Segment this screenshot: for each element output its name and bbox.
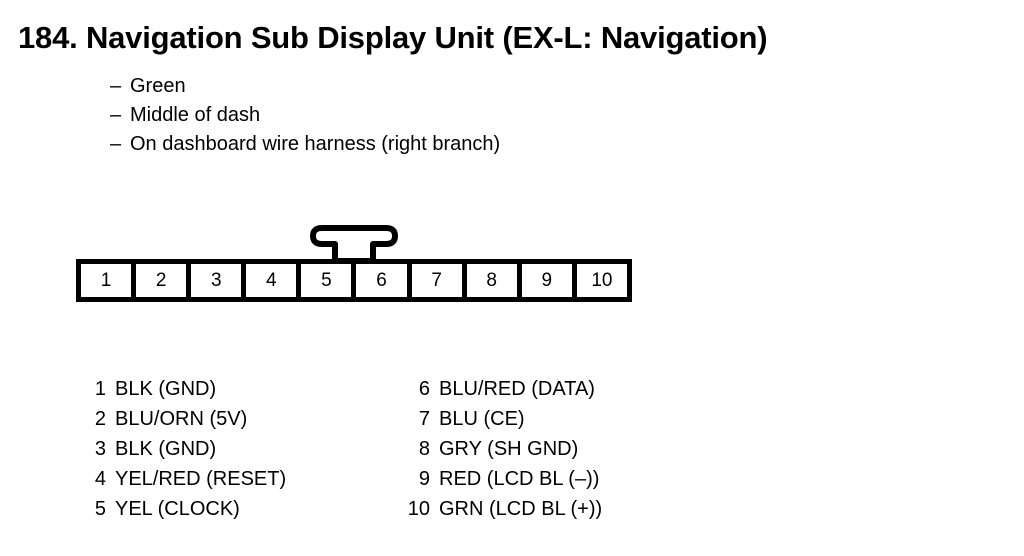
connector-body: 1 2 3 4 5 6 7 8 9 10 xyxy=(76,259,632,302)
pin-legend-number: 6 xyxy=(418,378,430,400)
connector-pin-2[interactable]: 2 xyxy=(136,264,192,297)
pin-legend-row: 8 GRY (SH GND) xyxy=(404,434,602,464)
pin-legend-number: 4 xyxy=(94,468,106,490)
connector-notes-list: – Green – Middle of dash – On dashboard … xyxy=(110,72,500,159)
pin-legend-row: 3 BLK (GND) xyxy=(80,434,286,464)
pin-legend-row: 5 YEL (CLOCK) xyxy=(80,494,286,524)
pin-legend-label: BLU/ORN (5V) xyxy=(115,408,248,430)
pin-legend-left-column: 1 BLK (GND) 2 BLU/ORN (5V) 3 BLK (GND) 4… xyxy=(80,374,286,524)
connector-pin-9[interactable]: 9 xyxy=(521,264,577,297)
note-text: Green xyxy=(130,75,186,97)
dash-marker-icon: – xyxy=(110,133,122,155)
pin-legend-number: 9 xyxy=(418,468,430,490)
connector-diagram: 1 2 3 4 5 6 7 8 9 10 xyxy=(76,225,636,307)
connector-pin-8[interactable]: 8 xyxy=(466,264,522,297)
pin-legend-row: 10 GRN (LCD BL (+)) xyxy=(404,494,602,524)
pin-legend-row: 7 BLU (CE) xyxy=(404,404,602,434)
connector-pin-6[interactable]: 6 xyxy=(356,264,412,297)
pin-legend-number: 5 xyxy=(94,498,106,520)
pin-legend-row: 6 BLU/RED (DATA) xyxy=(404,374,602,404)
connector-pin-4[interactable]: 4 xyxy=(246,264,302,297)
pin-legend-label: YEL/RED (RESET) xyxy=(115,468,287,490)
pin-legend-number: 1 xyxy=(94,378,106,400)
pin-legend-number: 7 xyxy=(418,408,430,430)
pin-legend-label: GRY (SH GND) xyxy=(439,438,579,460)
pin-legend-number: 8 xyxy=(418,438,430,460)
connector-pin-10[interactable]: 10 xyxy=(576,264,627,297)
pin-legend-label: BLU (CE) xyxy=(439,408,525,430)
connector-pin-5[interactable]: 5 xyxy=(301,264,357,297)
pin-legend-number: 10 xyxy=(407,498,430,520)
connector-pin-3[interactable]: 3 xyxy=(191,264,247,297)
note-item: – Middle of dash xyxy=(110,101,500,130)
pin-legend-label: BLU/RED (DATA) xyxy=(439,378,595,400)
pin-legend-label: BLK (GND) xyxy=(115,378,217,400)
pin-legend-number: 3 xyxy=(94,438,106,460)
note-text: On dashboard wire harness (right branch) xyxy=(130,133,501,155)
pin-legend-label: GRN (LCD BL (+)) xyxy=(439,498,603,520)
pin-legend-right-column: 6 BLU/RED (DATA) 7 BLU (CE) 8 GRY (SH GN… xyxy=(404,374,602,524)
dash-marker-icon: – xyxy=(110,75,122,97)
pin-legend-label: BLK (GND) xyxy=(115,438,217,460)
connector-pin-1[interactable]: 1 xyxy=(81,264,137,297)
pin-legend-row: 4 YEL/RED (RESET) xyxy=(80,464,286,494)
pin-legend-number: 2 xyxy=(94,408,106,430)
page-title: 184. Navigation Sub Display Unit (EX-L: … xyxy=(18,20,768,55)
pin-legend-label: RED (LCD BL (–)) xyxy=(439,468,600,490)
note-text: Middle of dash xyxy=(130,104,261,126)
connector-pin-7[interactable]: 7 xyxy=(411,264,467,297)
pin-legend-row: 2 BLU/ORN (5V) xyxy=(80,404,286,434)
pin-legend-label: YEL (CLOCK) xyxy=(115,498,240,520)
pin-legend-row: 1 BLK (GND) xyxy=(80,374,286,404)
pin-legend-row: 9 RED (LCD BL (–)) xyxy=(404,464,602,494)
note-item: – Green xyxy=(110,72,500,101)
dash-marker-icon: – xyxy=(110,104,122,126)
note-item: – On dashboard wire harness (right branc… xyxy=(110,130,500,159)
